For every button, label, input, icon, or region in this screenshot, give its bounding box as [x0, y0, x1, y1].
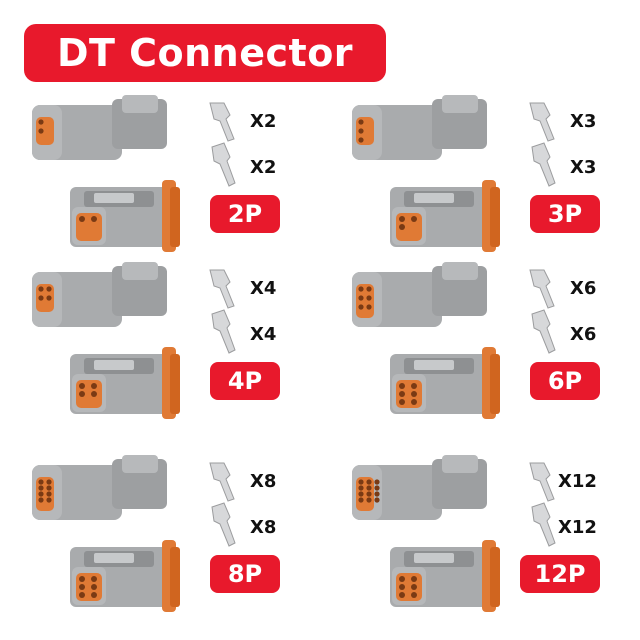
pin-count-badge: 6P: [530, 362, 600, 400]
female-terminal-image: [211, 502, 236, 547]
connector-illustration: [352, 455, 556, 612]
plug-image: [70, 180, 180, 252]
female-terminal-image: [531, 142, 556, 187]
receptacle-image: [32, 455, 167, 520]
pin-count-badge: 3P: [530, 195, 600, 233]
plug-image: [70, 540, 180, 612]
receptacle-image: [32, 95, 167, 160]
page-title: DT Connector: [24, 24, 386, 82]
female-terminal-qty: X3: [570, 157, 597, 178]
female-terminal-qty: X6: [570, 324, 597, 345]
connector-illustration: [352, 95, 556, 252]
pin-count-badge: 8P: [210, 555, 280, 593]
male-terminal-image: [529, 269, 555, 309]
plug-image: [390, 347, 500, 419]
female-terminal-image: [211, 309, 236, 354]
female-terminal-qty: X4: [250, 324, 277, 345]
male-terminal-qty: X4: [250, 278, 277, 299]
male-terminal-image: [209, 102, 235, 142]
male-terminal-qty: X2: [250, 111, 277, 132]
connector-illustration: [352, 262, 556, 419]
male-terminal-image: [529, 102, 555, 142]
male-terminal-qty: X8: [250, 471, 277, 492]
pin-count-badge: 2P: [210, 195, 280, 233]
female-terminal-image: [531, 309, 556, 354]
receptacle-image: [352, 455, 487, 520]
male-terminal-qty: X12: [558, 471, 597, 492]
connector-illustration: [32, 455, 236, 612]
male-terminal-image: [529, 462, 555, 502]
female-terminal-image: [531, 502, 556, 547]
receptacle-image: [352, 262, 487, 327]
female-terminal-qty: X2: [250, 157, 277, 178]
female-terminal-qty: X8: [250, 517, 277, 538]
male-terminal-qty: X6: [570, 278, 597, 299]
receptacle-image: [352, 95, 487, 160]
male-terminal-image: [209, 269, 235, 309]
female-terminal-image: [211, 142, 236, 187]
female-terminal-qty: X12: [558, 517, 597, 538]
plug-image: [390, 540, 500, 612]
male-terminal-image: [209, 462, 235, 502]
male-terminal-qty: X3: [570, 111, 597, 132]
receptacle-image: [32, 262, 167, 327]
pin-count-badge: 12P: [520, 555, 600, 593]
connector-illustration: [32, 262, 236, 419]
plug-image: [390, 180, 500, 252]
plug-image: [70, 347, 180, 419]
connector-illustration: [32, 95, 236, 252]
pin-count-badge: 4P: [210, 362, 280, 400]
